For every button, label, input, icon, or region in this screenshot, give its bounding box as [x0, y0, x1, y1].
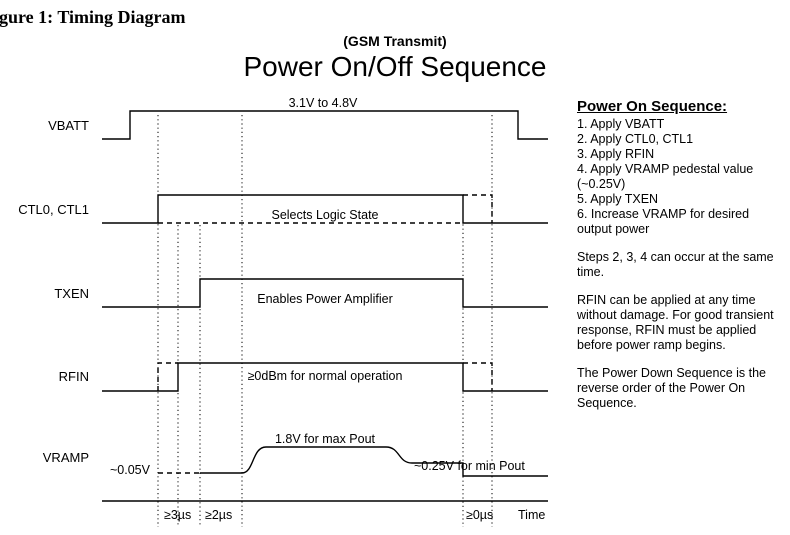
rfin-label: RFIN	[59, 369, 89, 384]
power-on-sequence-panel: Power On Sequence: 1. Apply VBATT 2. App…	[577, 99, 787, 411]
vramp-min-annotation: ~0.25V for min Pout	[414, 459, 525, 473]
sequence-step: 6. Increase VRAMP for desired output pow…	[577, 207, 750, 236]
txen-waveform	[102, 278, 548, 308]
vbatt-range-annotation: 3.1V to 4.8V	[289, 96, 358, 110]
ctl-waveform-dashed	[158, 194, 493, 224]
sequence-step: 2. Apply CTL0, CTL1	[577, 132, 694, 146]
sequence-step: 5. Apply TXEN	[577, 192, 659, 206]
diagram-title: Power On/Off Sequence	[243, 51, 547, 82]
power-on-sequence-heading: Power On Sequence:	[577, 98, 728, 115]
rfin-state-annotation: ≥0dBm for normal operation	[248, 369, 403, 383]
sequence-note: Steps 2, 3, 4 can occur at the same time…	[577, 250, 774, 279]
sequence-note: RFIN can be applied at any time without …	[577, 293, 774, 352]
txen-label: TXEN	[54, 286, 89, 301]
vramp-max-annotation: 1.8V for max Pout	[275, 432, 376, 446]
time-label-t1: ≥3µs	[164, 508, 191, 522]
vramp-waveform-solid	[200, 446, 548, 477]
sequence-step: 3. Apply RFIN	[577, 147, 655, 161]
sequence-step: 1. Apply VBATT	[577, 117, 665, 131]
vramp-label: VRAMP	[43, 450, 89, 465]
time-label-t2: ≥2µs	[205, 508, 232, 522]
ctl-waveform-solid	[102, 194, 548, 224]
ctl-label: CTL0, CTL1	[18, 202, 89, 217]
rfin-waveform-solid	[102, 362, 548, 392]
time-label-t3: ≥0µs	[466, 508, 493, 522]
ctl-state-annotation: Selects Logic State	[271, 208, 378, 222]
vbatt-label: VBATT	[48, 118, 89, 133]
sequence-note: The Power Down Sequence is the reverse o…	[577, 366, 766, 410]
time-axis-label: Time	[518, 508, 545, 522]
vramp-pedestal-annotation: ~0.05V	[110, 463, 151, 477]
rfin-waveform-dashed	[157, 362, 493, 391]
guide-lines	[157, 115, 493, 527]
sequence-step: 4. Apply VRAMP pedestal value (~0.25V)	[577, 162, 754, 191]
txen-state-annotation: Enables Power Amplifier	[257, 292, 392, 306]
diagram-subtitle: (GSM Transmit)	[343, 33, 447, 49]
vbatt-waveform	[102, 110, 548, 140]
figure-caption: igure 1: Timing Diagram	[0, 7, 186, 27]
